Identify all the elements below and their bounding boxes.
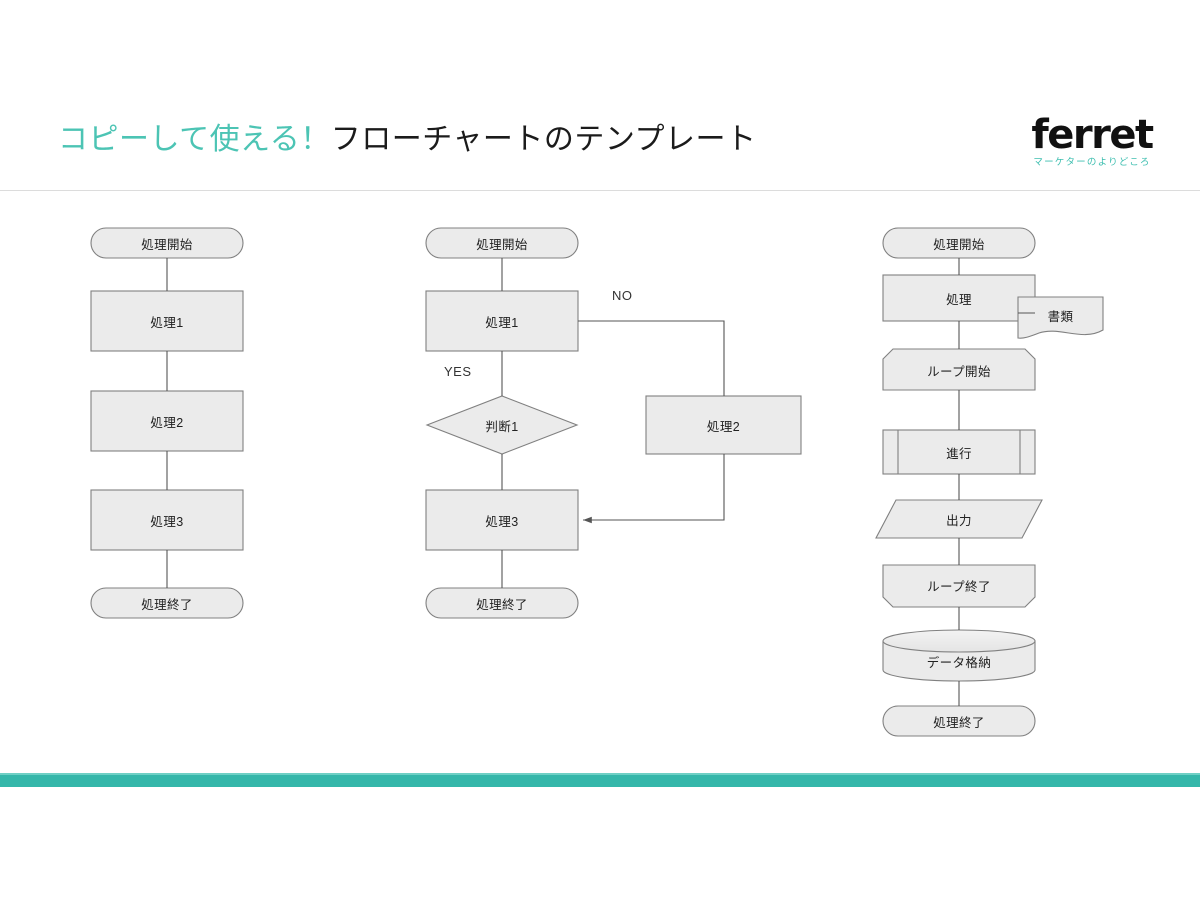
node-c3-out[interactable] xyxy=(875,499,1043,539)
node-c1-step1[interactable] xyxy=(90,290,244,352)
edge-c2-step2-step3 xyxy=(583,454,725,524)
node-c2-step2[interactable] xyxy=(645,395,802,455)
node-c2-dec1[interactable] xyxy=(425,395,579,455)
node-c1-step3[interactable] xyxy=(90,489,244,551)
logo-tagline: マーケターのよりどころ xyxy=(1033,157,1151,168)
node-c2-end[interactable] xyxy=(425,587,579,619)
ferret-logo: ferret マーケターのよりどころ xyxy=(1016,114,1168,169)
edge-label-no: NO xyxy=(612,288,633,303)
node-c1-end[interactable] xyxy=(90,587,244,619)
node-c1-step2[interactable] xyxy=(90,390,244,452)
node-c3-start[interactable] xyxy=(882,227,1036,259)
page-title: コピーして使える！フローチャートのテンプレート xyxy=(58,118,757,162)
node-c2-start[interactable] xyxy=(425,227,579,259)
node-c3-end[interactable] xyxy=(882,705,1036,737)
footer-accent-bar xyxy=(0,773,1200,787)
edge-label-yes: YES xyxy=(444,364,472,379)
page-title-plain: フローチャートのテンプレート xyxy=(330,123,757,156)
logo-wordmark: ferret xyxy=(1031,112,1154,158)
node-c3-doc[interactable] xyxy=(1017,296,1104,339)
node-c3-sub[interactable] xyxy=(882,429,1036,475)
node-c1-start[interactable] xyxy=(90,227,244,259)
page-title-accent: コピーして使える！ xyxy=(58,123,331,156)
node-c2-step1[interactable] xyxy=(425,290,579,352)
node-c3-loopin[interactable] xyxy=(882,348,1036,391)
slide-header: コピーして使える！フローチャートのテンプレート ferret マーケターのよりど… xyxy=(0,114,1200,192)
header-divider xyxy=(0,190,1200,191)
node-c3-proc[interactable] xyxy=(882,274,1036,322)
edge-c2-step1-step2-no xyxy=(578,320,725,396)
node-c2-step3[interactable] xyxy=(425,489,579,551)
node-c3-store[interactable] xyxy=(882,629,1036,682)
node-c3-loopout[interactable] xyxy=(882,564,1036,608)
